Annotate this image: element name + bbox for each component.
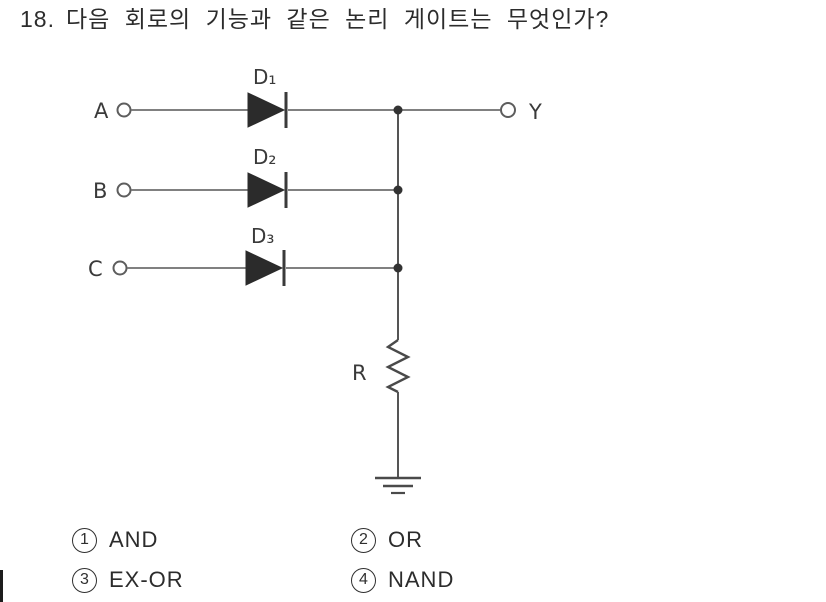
option-4-nand[interactable]: 4 NAND xyxy=(351,567,454,593)
option-3-label: EX-OR xyxy=(109,567,184,592)
diode-d1 xyxy=(247,92,286,128)
output-terminal-y xyxy=(500,102,516,118)
junction-dot-a xyxy=(393,105,403,115)
option-2-marker[interactable]: 2 xyxy=(351,527,376,553)
resistor-branch: R xyxy=(352,339,411,478)
option-1-label: AND xyxy=(109,527,159,552)
input-label-c: C xyxy=(88,257,103,281)
option-4-marker[interactable]: 4 xyxy=(351,567,376,593)
input-row-a: A D₁ xyxy=(94,65,500,128)
junction-dot-c xyxy=(393,263,403,273)
input-terminal-c xyxy=(112,260,128,276)
option-2-or[interactable]: 2 OR xyxy=(351,527,423,553)
question-text: 다음 회로의 기능과 같은 논리 게이트는 무엇인가? xyxy=(65,6,610,32)
input-row-c: C D₃ xyxy=(88,224,398,286)
page-edge-mark xyxy=(0,570,3,602)
input-row-b: B D₂ xyxy=(93,145,398,208)
diode-label-d1: D₁ xyxy=(253,65,276,89)
ground-symbol xyxy=(375,476,421,495)
input-label-a: A xyxy=(94,99,109,123)
input-terminal-a xyxy=(116,102,132,118)
output-branch: Y xyxy=(500,100,542,124)
junction-dot-b xyxy=(393,185,403,195)
option-3-marker[interactable]: 3 xyxy=(72,567,97,593)
diode-label-d2: D₂ xyxy=(253,145,276,169)
input-terminal-b xyxy=(116,182,132,198)
option-3-exor[interactable]: 3 EX-OR xyxy=(72,567,184,593)
input-label-b: B xyxy=(93,179,107,203)
question-title: 18. 다음 회로의 기능과 같은 논리 게이트는 무엇인가? xyxy=(20,6,609,34)
option-4-label: NAND xyxy=(388,567,455,592)
common-bus xyxy=(393,105,403,340)
diode-d3 xyxy=(245,250,284,286)
resistor-zigzag xyxy=(385,339,411,394)
option-2-label: OR xyxy=(388,527,423,552)
resistor-label: R xyxy=(352,361,367,385)
question-number: 18. xyxy=(20,6,55,32)
option-1-and[interactable]: 1 AND xyxy=(72,527,158,553)
diode-d2 xyxy=(247,172,286,208)
output-label-y: Y xyxy=(528,100,542,124)
diode-label-d3: D₃ xyxy=(251,224,274,248)
option-1-marker[interactable]: 1 xyxy=(72,527,97,553)
